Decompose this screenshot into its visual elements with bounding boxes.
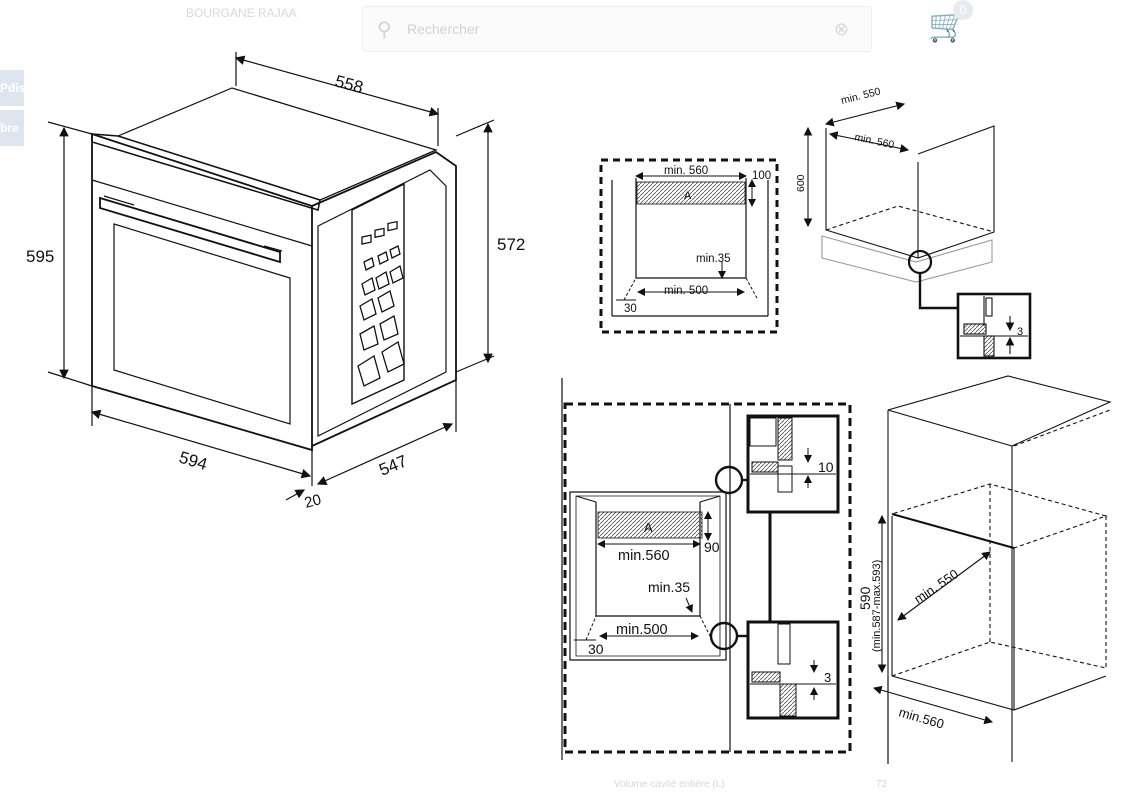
search-icon: ⚲ [377,19,392,41]
col-min-35-label: min.35 [648,579,690,595]
uc-min-35-label: min.35 [696,253,731,265]
uc-vent-label: A [684,190,692,202]
under-counter-section [599,158,779,334]
footer-spec-label: Volume cavité entière (L) [614,779,725,790]
oven-width-label: 558 [333,72,365,98]
uc-top-clearance-label: 100 [752,170,771,182]
oven-drawing [91,87,457,452]
uc-min-500-label: min. 500 [664,285,708,297]
column-section [561,378,852,760]
col-detail-10-label: 10 [818,459,834,475]
search-placeholder: Rechercher [407,21,480,37]
cabinet-column-drawing [872,375,1112,764]
oven-dimension-lines [47,52,495,501]
oven-height-left-label: 595 [26,247,54,266]
col-min-500-label: min.500 [616,622,668,638]
cart-count-badge: 0 [953,0,973,20]
col-vent-label: A [644,520,653,535]
ct-height-600-label: 600 [795,174,807,192]
side-tab-2[interactable]: bre [0,110,24,146]
clear-icon[interactable]: ⊗ [833,19,849,39]
uc-min-width-label: min. 560 [664,165,708,177]
col-min-560-label: min.560 [618,548,670,564]
ct-min-560-label: min. 560 [853,131,895,151]
footer-spec-value: 72 [876,779,888,790]
oven-front-width-label: 594 [177,448,210,474]
col-detail-3-label: 3 [824,670,831,685]
cc-min-560-label: min.560 [897,704,946,731]
cc-min-550-label: min. 550 [911,566,961,606]
uc-side-gap-label: 30 [624,303,637,315]
col-side-gap-label: 30 [588,641,604,657]
cc-height-range-label: (min.587-max.593) [871,560,883,652]
search-input[interactable]: ⚲ Rechercher ⊗ [362,6,872,52]
oven-height-right-label: 572 [497,235,525,254]
ct-min-550-label: min. 550 [840,85,882,106]
cc-height-590-label: 590 [857,586,873,610]
oven-front-thickness-label: 20 [303,491,324,512]
side-tab-1[interactable]: Pdis [0,70,24,106]
cabinet-top-drawing [803,101,1032,360]
col-depth-90-label: 90 [704,539,720,555]
ct-detail-3-label: 3 [1017,326,1023,338]
store-name: BOURGANE RAJAA [186,6,297,20]
